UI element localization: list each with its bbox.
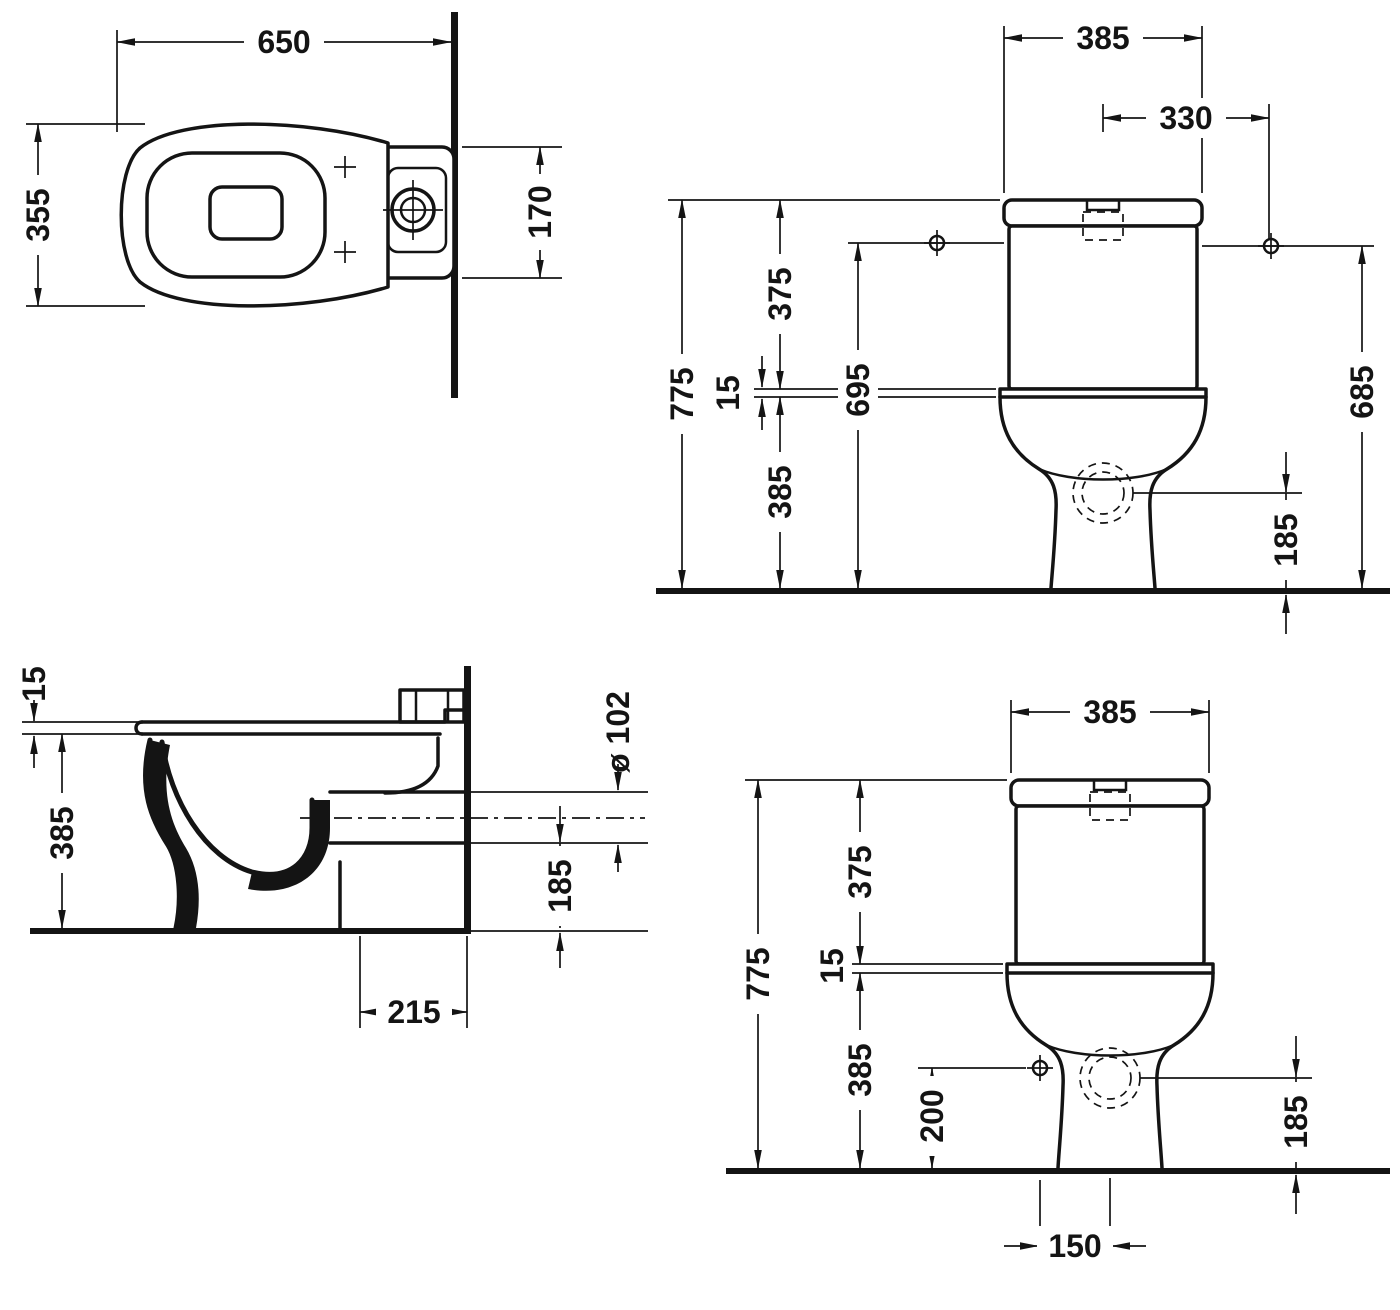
dim-385-top: 385 — [1076, 20, 1129, 56]
bowl-front-contour — [1045, 1043, 1175, 1057]
floor-line — [726, 1168, 1390, 1174]
front-view-lower: 385 775 375 15 385 200 185 — [726, 692, 1390, 1266]
bowl-right-contour — [1148, 395, 1208, 590]
bowl-left-contour — [998, 395, 1058, 590]
bowl-flange — [998, 387, 1208, 399]
outlet-hidden-inner — [1088, 1056, 1132, 1100]
dim-150: 150 — [1048, 1228, 1101, 1264]
dim-775-2: 775 — [740, 947, 776, 1000]
dim-185-side: 185 — [542, 859, 578, 912]
dim-685: 685 — [1344, 365, 1380, 418]
dim-385-lower: 385 — [762, 465, 798, 518]
seat-opening — [145, 151, 327, 279]
flush-mechanism-hidden — [1089, 791, 1131, 821]
dim-outlet-diameter: ø 102 — [600, 691, 636, 773]
dim-650: 650 — [257, 24, 310, 60]
flush-button — [1085, 198, 1121, 212]
dim-15-side: 15 — [16, 666, 52, 702]
rim-back — [383, 736, 440, 795]
tank-lid — [1002, 198, 1204, 228]
bowl-right-contour — [1155, 971, 1215, 1170]
flush-pipe-section — [398, 688, 466, 724]
supply-hole-icon — [1027, 1055, 1053, 1081]
outlet-hidden-inner — [1081, 471, 1125, 515]
dim-215: 215 — [387, 994, 440, 1030]
bowl-wall-section — [145, 740, 199, 928]
dim-330: 330 — [1159, 100, 1212, 136]
flush-mechanism-hidden — [1082, 211, 1124, 241]
bowl-left-contour — [1005, 971, 1065, 1170]
dim-385-top2: 385 — [1083, 694, 1136, 730]
dim-15-2: 15 — [814, 948, 850, 984]
dim-170: 170 — [522, 185, 558, 238]
dim-385-side: 385 — [44, 806, 80, 859]
water-surface — [208, 185, 284, 241]
flush-button — [1092, 778, 1128, 792]
dim-355: 355 — [20, 188, 56, 241]
bowl-front-contour — [1038, 467, 1168, 481]
dim-200: 200 — [914, 1089, 950, 1142]
dim-775: 775 — [664, 367, 700, 420]
tank-body — [1014, 804, 1206, 966]
front-view-upper: 385 330 775 375 15 695 385 — [656, 18, 1390, 634]
plan-view: 650 355 170 — [18, 12, 562, 398]
seat-fixing-hole-icon — [334, 156, 356, 263]
wall — [464, 666, 471, 934]
dim-375: 375 — [762, 267, 798, 320]
dim-185-right: 185 — [1268, 513, 1304, 566]
bowl-outline — [119, 122, 390, 308]
floor-line — [30, 928, 471, 934]
dim-15: 15 — [710, 375, 746, 411]
bowl-flange — [1005, 962, 1215, 975]
floor-line — [656, 588, 1390, 594]
seat-lid — [140, 708, 466, 724]
tank-lid — [1009, 778, 1211, 808]
side-section-view: 15 385 ø 102 185 215 — [16, 666, 648, 1032]
dim-185-2: 185 — [1278, 1095, 1314, 1148]
dim-695: 695 — [840, 363, 876, 416]
dim-385-lower2: 385 — [842, 1043, 878, 1096]
tank-body — [1007, 224, 1199, 391]
dim-375-2: 375 — [842, 845, 878, 898]
trap-section — [248, 800, 330, 891]
